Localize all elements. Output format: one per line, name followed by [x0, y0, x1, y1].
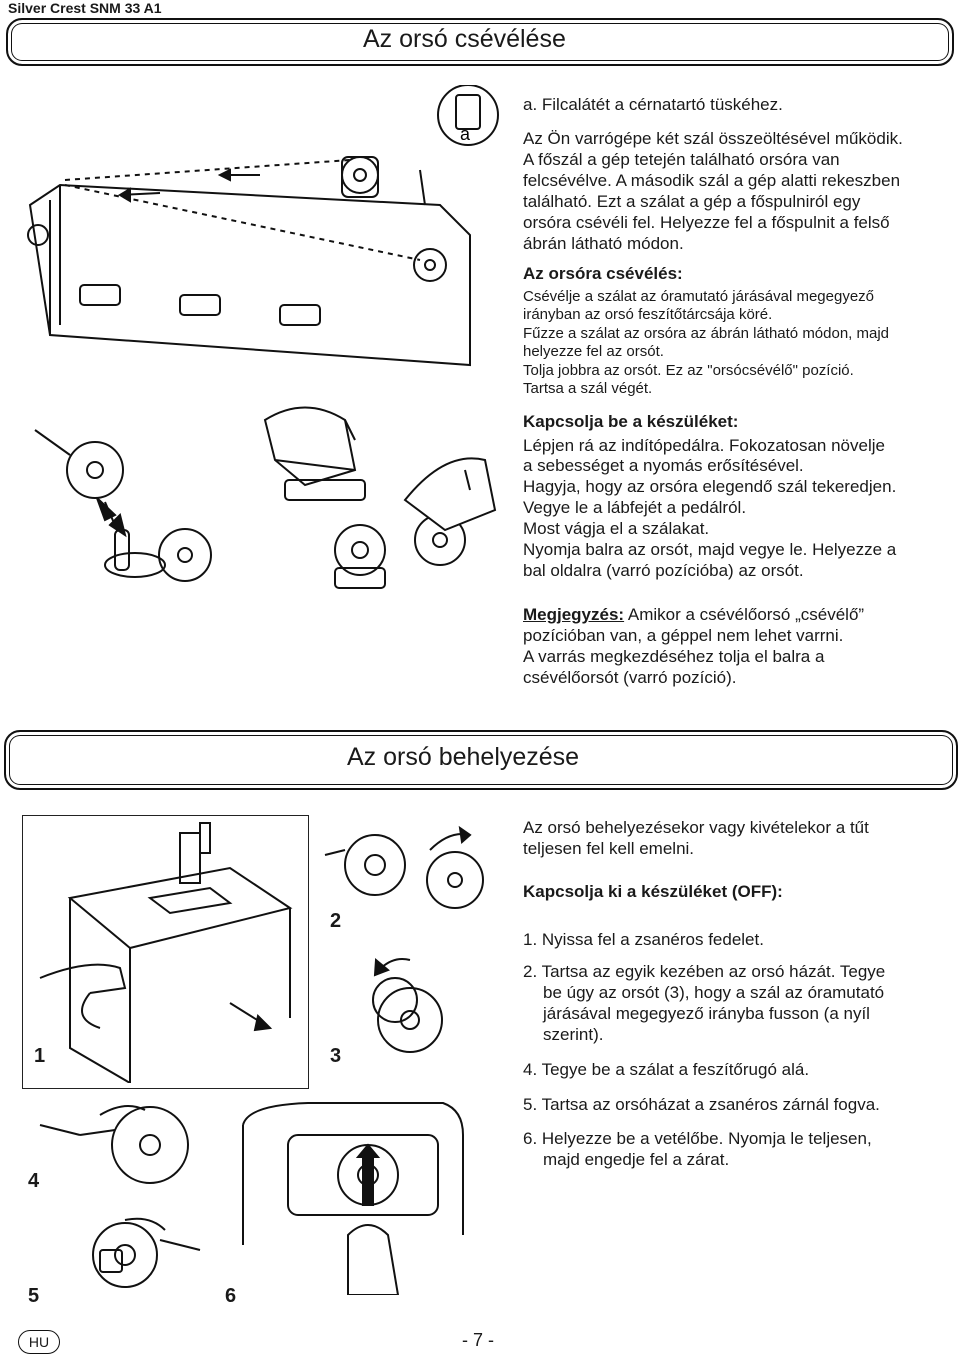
winding-line: Tolja jobbra az orsót. Ez az "orsócsévél…: [523, 362, 854, 379]
bobbin-winding-illustration: [34, 406, 497, 589]
off-heading: Kapcsolja ki a készüléket (OFF):: [523, 882, 783, 901]
note-first-line: Megjegyzés: Amikor a csévélőorsó „csévél…: [523, 604, 864, 625]
switch-line: Lépjen rá az indítópedálra. Fokozatosan …: [523, 436, 885, 455]
figure-number-4: 4: [28, 1170, 40, 1192]
page-number: - 7 -: [462, 1330, 495, 1350]
winding-line: helyezze fel az orsót.: [523, 343, 664, 360]
section2-title-bar: [4, 730, 958, 790]
step-2-line: járásával megegyező irányba fusson (a ny…: [543, 1004, 870, 1023]
section2-title: Az orsó behelyezése: [347, 743, 580, 771]
winding-line: Tartsa a szál végét.: [523, 380, 653, 397]
step-6: 6. Helyezze be a vetélőbe. Nyomja le tel…: [523, 1129, 872, 1148]
open-hinged-cover-illustration: [39, 822, 293, 1083]
spool-pin-illustration: a: [27, 85, 499, 367]
intro2-line: Az orsó behelyezésekor vagy kivételekor …: [523, 818, 869, 837]
switch-line: bal oldalra (varró pozícióba) az orsót.: [523, 561, 804, 580]
note-text: Amikor a csévélőorsó „csévélő”: [624, 605, 865, 624]
intro-line: található. Ezt a szálat a gép a főspulni…: [523, 192, 861, 211]
note-line: csévélőorsót (varró pozíció).: [523, 668, 737, 687]
step-5: 5. Tartsa az orsóházat a zsanéros zárnál…: [523, 1095, 880, 1114]
hinged-latch-illustration: [92, 1217, 201, 1288]
intro-line: ábrán látható módon.: [523, 234, 684, 253]
winding-line: Fűzze a szálat az orsóra az ábrán láthat…: [523, 325, 890, 342]
figure-number-3: 3: [330, 1045, 342, 1067]
figure-1-frame: [22, 815, 309, 1089]
step-2-line: szerint).: [543, 1025, 604, 1044]
switch-line: Hagyja, hogy az orsóra elegendő szál tek…: [523, 477, 897, 496]
switch-line: Vegye le a lábfejét a pedálról.: [523, 498, 747, 517]
winding-line: irányban az orsó feszítőtárcsája köré.: [523, 306, 773, 323]
figure-number-2: 2: [330, 910, 342, 932]
winding-line: Csévélje a szálat az óramutató járásával…: [523, 288, 875, 305]
step-2-line: be úgy az orsót (3), hogy a szál az óram…: [543, 983, 885, 1002]
note-line: pozícióban van, a géppel nem lehet varrn…: [523, 626, 844, 645]
intro-line: Az Ön varrógépe két szál összeöltésével …: [523, 129, 903, 148]
figure-label-a: a: [460, 124, 471, 144]
bobbin-case-illustration: [324, 825, 484, 1053]
figure-number-1: 1: [34, 1045, 46, 1067]
switch-line: Most vágja el a szálakat.: [523, 519, 710, 538]
intro-line: A főszál a gép tetején található orsóra …: [523, 150, 840, 169]
step-1: 1. Nyissa fel a zsanéros fedelet.: [523, 930, 764, 949]
step-4: 4. Tegye be a szálat a feszítőrugó alá.: [523, 1060, 810, 1079]
header-model: Silver Crest SNM 33 A1: [8, 0, 162, 16]
note-label: Megjegyzés:: [523, 605, 625, 624]
intro2-line: teljesen fel kell emelni.: [523, 839, 695, 858]
tension-spring-illustration: [39, 1105, 189, 1184]
figure-number-6: 6: [225, 1285, 237, 1307]
intro-line: a. Filcalátét a cérnatartó tüskéhez.: [523, 95, 783, 114]
note-line: A varrás megkezdéséhez tolja el balra a: [523, 647, 825, 666]
intro-line: orsóra csévéli fel. Helyezze fel a főspu…: [523, 213, 890, 232]
step-6-line: majd engedje fel a zárat.: [543, 1150, 730, 1169]
winding-heading: Az orsóra csévélés:: [523, 264, 683, 283]
switch-line: a sebességet a nyomás erősítésével.: [523, 456, 804, 475]
step-2: 2. Tartsa az egyik kezében az orsó házát…: [523, 962, 886, 981]
language-badge: HU: [18, 1330, 60, 1354]
intro-line: felcsévélve. A második szál a gép alatti…: [523, 171, 901, 190]
figure-number-5: 5: [28, 1285, 40, 1307]
section1-title: Az orsó csévélése: [363, 25, 566, 53]
switch-line: Nyomja balra az orsót, majd vegye le. He…: [523, 540, 897, 559]
insert-bobbin-case-illustration: [242, 1102, 464, 1295]
switch-heading: Kapcsolja be a készüléket:: [523, 412, 739, 431]
section1-title-bar: [6, 18, 954, 66]
